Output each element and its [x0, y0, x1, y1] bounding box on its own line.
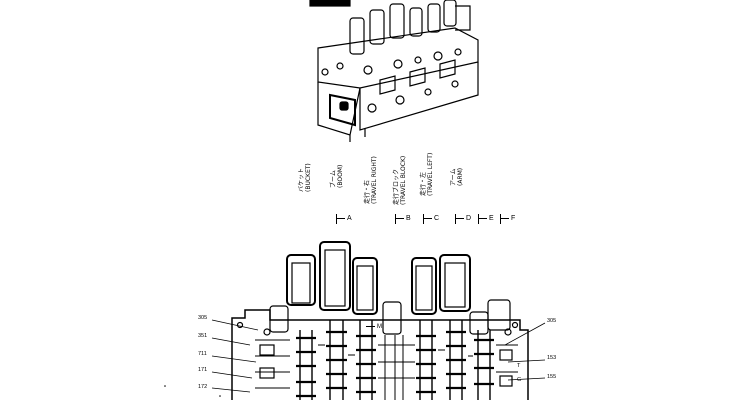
section-marker-c: C: [423, 215, 439, 222]
section-b-letter: B: [406, 215, 411, 222]
label-travel-right-jp: 走行・右: [364, 179, 371, 204]
section-c-letter: C: [434, 215, 440, 222]
section-marker-b: B: [395, 215, 411, 222]
isometric-valve-view: [309, 0, 479, 142]
part-305-right: 305: [547, 318, 557, 324]
part-171: 171: [198, 367, 208, 373]
section-d-letter: D: [466, 215, 472, 222]
label-bucket-jp: バケット: [298, 167, 305, 192]
port-t: T: [517, 363, 521, 369]
port-g: G: [517, 377, 522, 383]
label-travel-block: 走行ブロック (TRAVEL BLOCK): [393, 156, 407, 205]
label-bucket: バケット (BUCKET): [298, 163, 312, 192]
section-e-letter: E: [489, 215, 494, 222]
section-cut-ticks: [336, 214, 501, 224]
label-travel-left-jp: 走行・左: [420, 171, 427, 196]
section-m-letter: M: [377, 324, 382, 330]
part-711: 711: [198, 351, 207, 357]
part-155: 155: [547, 374, 557, 380]
label-arm-jp: アーム: [450, 168, 457, 186]
label-arm-en: (ARM): [457, 167, 464, 186]
label-travel-left-en: (TRAVEL LEFT): [427, 152, 434, 196]
part-172: 172: [198, 384, 208, 390]
label-travel-right-en: (TRAVEL RIGHT): [371, 156, 378, 204]
section-valve-view: [231, 241, 529, 400]
label-travel-left: 走行・左 (TRAVEL LEFT): [420, 153, 434, 196]
label-travel-block-en: (TRAVEL BLOCK): [400, 155, 407, 205]
section-marker-e: E: [478, 215, 494, 222]
section-marker-m: M: [366, 324, 382, 330]
part-153: 153: [547, 355, 557, 361]
part-305-left: 305: [198, 315, 208, 321]
label-boom: ブーム (BOOM): [330, 165, 344, 188]
label-boom-jp: ブーム: [330, 170, 337, 188]
label-travel-right: 走行・右 (TRAVEL RIGHT): [364, 156, 378, 204]
part-351: 351: [198, 333, 208, 339]
section-marker-d: D: [455, 215, 471, 222]
label-boom-en: (BOOM): [337, 164, 344, 188]
section-marker-a: A: [336, 215, 352, 222]
section-marker-f: F: [500, 215, 515, 222]
leader-lines: [211, 319, 546, 393]
label-arm: アーム (ARM): [450, 168, 464, 186]
section-f-letter: F: [511, 215, 516, 222]
label-travel-block-jp: 走行ブロック: [393, 168, 400, 205]
label-bucket-en: (BUCKET): [305, 163, 312, 192]
section-a-letter: A: [347, 215, 352, 222]
